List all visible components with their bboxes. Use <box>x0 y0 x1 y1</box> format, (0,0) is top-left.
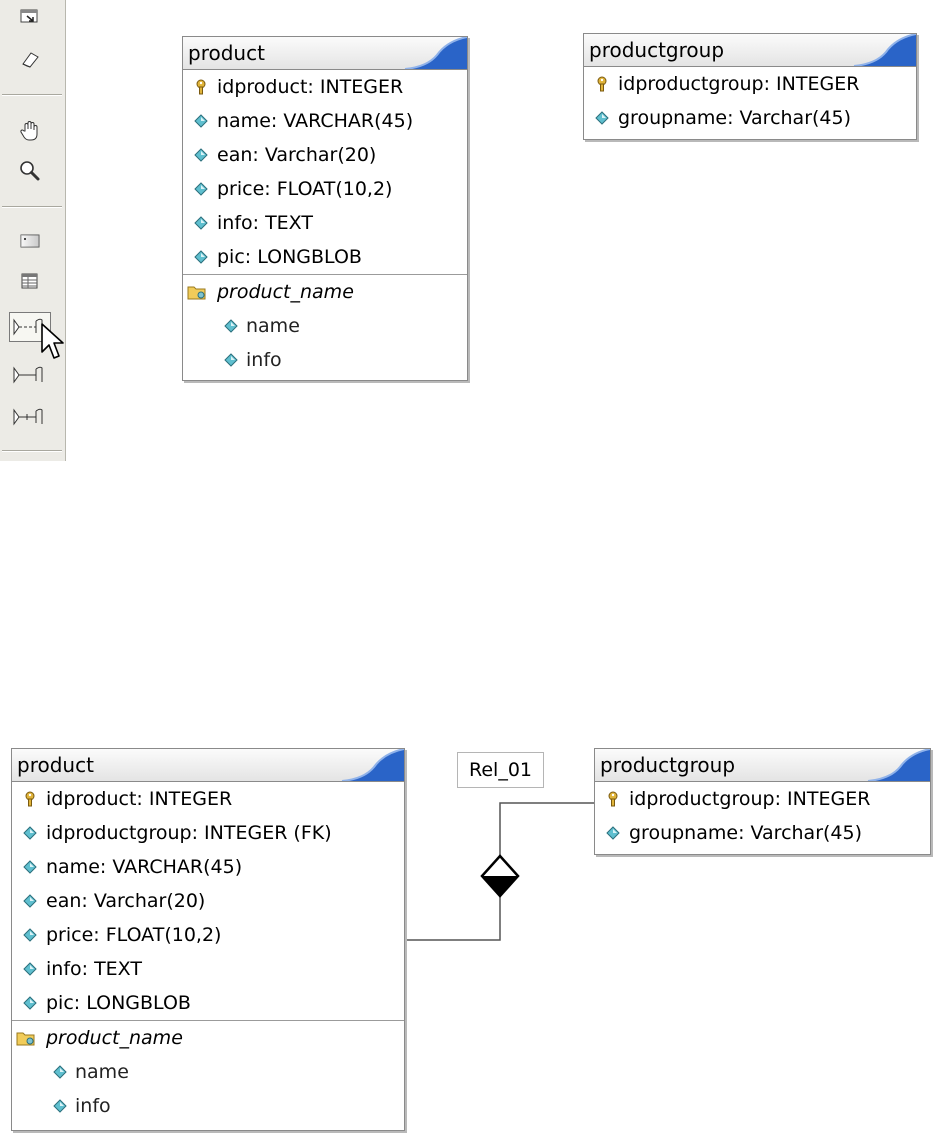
column-diamond-icon <box>595 111 609 125</box>
column-label: price: FLOAT(10,2) <box>46 924 222 946</box>
column[interactable]: groupname: Varchar(45) <box>595 816 930 850</box>
header-accent-icon <box>853 34 916 66</box>
column-diamond-icon <box>23 928 37 942</box>
table-header[interactable]: product <box>12 749 404 782</box>
column[interactable]: ean: Varchar(20) <box>183 138 467 172</box>
column[interactable]: info: TEXT <box>183 206 467 240</box>
toolbar-separator <box>2 94 62 96</box>
table-productgroup[interactable]: productgroup idproductgroup: INTEGER gro… <box>583 33 917 140</box>
column[interactable]: price: FLOAT(10,2) <box>12 918 404 952</box>
column-diamond-icon <box>194 216 208 230</box>
column-label: name: VARCHAR(45) <box>46 856 243 878</box>
column-label: info: TEXT <box>46 958 142 980</box>
pk-column[interactable]: idproduct: INTEGER <box>12 782 404 816</box>
table-icon[interactable] <box>9 266 51 296</box>
column-label: name: VARCHAR(45) <box>217 110 414 132</box>
table-header[interactable]: productgroup <box>595 749 930 782</box>
fk-column[interactable]: idproductgroup: INTEGER (FK) <box>12 816 404 850</box>
column-diamond-icon <box>194 182 208 196</box>
column-diamond-icon <box>53 1065 67 1079</box>
table-header[interactable]: product <box>183 37 467 70</box>
key-icon <box>608 791 618 807</box>
table-product[interactable]: product idproduct: INTEGER name: VARCHAR… <box>182 36 468 381</box>
index-column[interactable]: name <box>12 1055 404 1089</box>
image-icon[interactable] <box>9 226 51 256</box>
index-row[interactable]: product_name <box>183 274 467 309</box>
toolbar-separator <box>2 206 62 208</box>
relation-label[interactable]: Rel_01 <box>457 752 544 788</box>
column-label: idproduct: INTEGER <box>46 788 233 810</box>
table-header[interactable]: productgroup <box>584 34 916 67</box>
index-column-label: info <box>246 349 282 371</box>
header-accent-icon <box>341 749 404 781</box>
column-diamond-icon <box>53 1099 67 1113</box>
column-diamond-icon <box>194 114 208 128</box>
column[interactable]: name: VARCHAR(45) <box>12 850 404 884</box>
index-column[interactable]: info <box>12 1089 404 1123</box>
key-icon <box>597 76 607 92</box>
pk-column[interactable]: idproductgroup: INTEGER <box>595 782 930 816</box>
column[interactable]: name: VARCHAR(45) <box>183 104 467 138</box>
column-label: idproductgroup: INTEGER (FK) <box>46 822 332 844</box>
column[interactable]: info: TEXT <box>12 952 404 986</box>
key-icon <box>196 79 206 95</box>
column[interactable]: price: FLOAT(10,2) <box>183 172 467 206</box>
column-diamond-icon <box>224 353 238 367</box>
column[interactable]: groupname: Varchar(45) <box>584 101 916 135</box>
index-column-label: info <box>75 1095 111 1117</box>
column-label: pic: LONGBLOB <box>217 246 362 268</box>
column-diamond-icon <box>23 860 37 874</box>
index-label: product_name <box>46 1027 183 1049</box>
column[interactable]: ean: Varchar(20) <box>12 884 404 918</box>
column-label: info: TEXT <box>217 212 313 234</box>
mouse-pointer-icon <box>41 323 64 359</box>
table-productgroup-related[interactable]: productgroup idproductgroup: INTEGER gro… <box>594 748 931 855</box>
folder-icon <box>16 1032 35 1046</box>
column-label: ean: Varchar(20) <box>46 890 206 912</box>
key-icon <box>25 791 35 807</box>
relation-n-m-icon[interactable] <box>9 402 51 432</box>
column-diamond-icon <box>23 826 37 840</box>
column[interactable]: pic: LONGBLOB <box>183 240 467 274</box>
index-label: product_name <box>217 281 354 303</box>
table-product-fk[interactable]: product idproduct: INTEGER idproductgrou… <box>11 748 405 1131</box>
index-column-label: name <box>246 315 300 337</box>
toolbar-separator <box>2 450 62 452</box>
column[interactable]: pic: LONGBLOB <box>12 986 404 1020</box>
table-title: productgroup <box>589 38 725 62</box>
index-column[interactable]: info <box>183 343 467 377</box>
column-diamond-icon <box>23 962 37 976</box>
column-label: groupname: Varchar(45) <box>629 822 863 844</box>
index-column[interactable]: name <box>183 309 467 343</box>
table-title: productgroup <box>600 753 736 777</box>
column-diamond-icon <box>23 996 37 1010</box>
column-label: idproductgroup: INTEGER <box>618 73 860 95</box>
relation-1-1-icon[interactable] <box>9 360 51 390</box>
zoom-icon[interactable] <box>9 156 51 186</box>
column-diamond-icon <box>606 826 620 840</box>
table-title: product <box>188 41 265 65</box>
column-label: pic: LONGBLOB <box>46 992 191 1014</box>
toolbar <box>0 0 66 461</box>
pk-column[interactable]: idproductgroup: INTEGER <box>584 67 916 101</box>
eraser-icon[interactable] <box>9 44 51 74</box>
index-row[interactable]: product_name <box>12 1020 404 1055</box>
column-label: idproductgroup: INTEGER <box>629 788 871 810</box>
column-label: idproduct: INTEGER <box>217 76 404 98</box>
header-accent-icon <box>867 749 930 781</box>
hand-icon[interactable] <box>9 116 51 146</box>
new-view-icon[interactable] <box>9 2 51 32</box>
column-label: groupname: Varchar(45) <box>618 107 852 129</box>
column-diamond-icon <box>224 319 238 333</box>
folder-icon <box>187 286 206 300</box>
index-column-label: name <box>75 1061 129 1083</box>
column-label: ean: Varchar(20) <box>217 144 377 166</box>
column-diamond-icon <box>23 894 37 908</box>
column-diamond-icon <box>194 250 208 264</box>
table-title: product <box>17 753 94 777</box>
column-diamond-icon <box>194 148 208 162</box>
header-accent-icon <box>404 37 467 69</box>
column-label: price: FLOAT(10,2) <box>217 178 393 200</box>
pk-column[interactable]: idproduct: INTEGER <box>183 70 467 104</box>
